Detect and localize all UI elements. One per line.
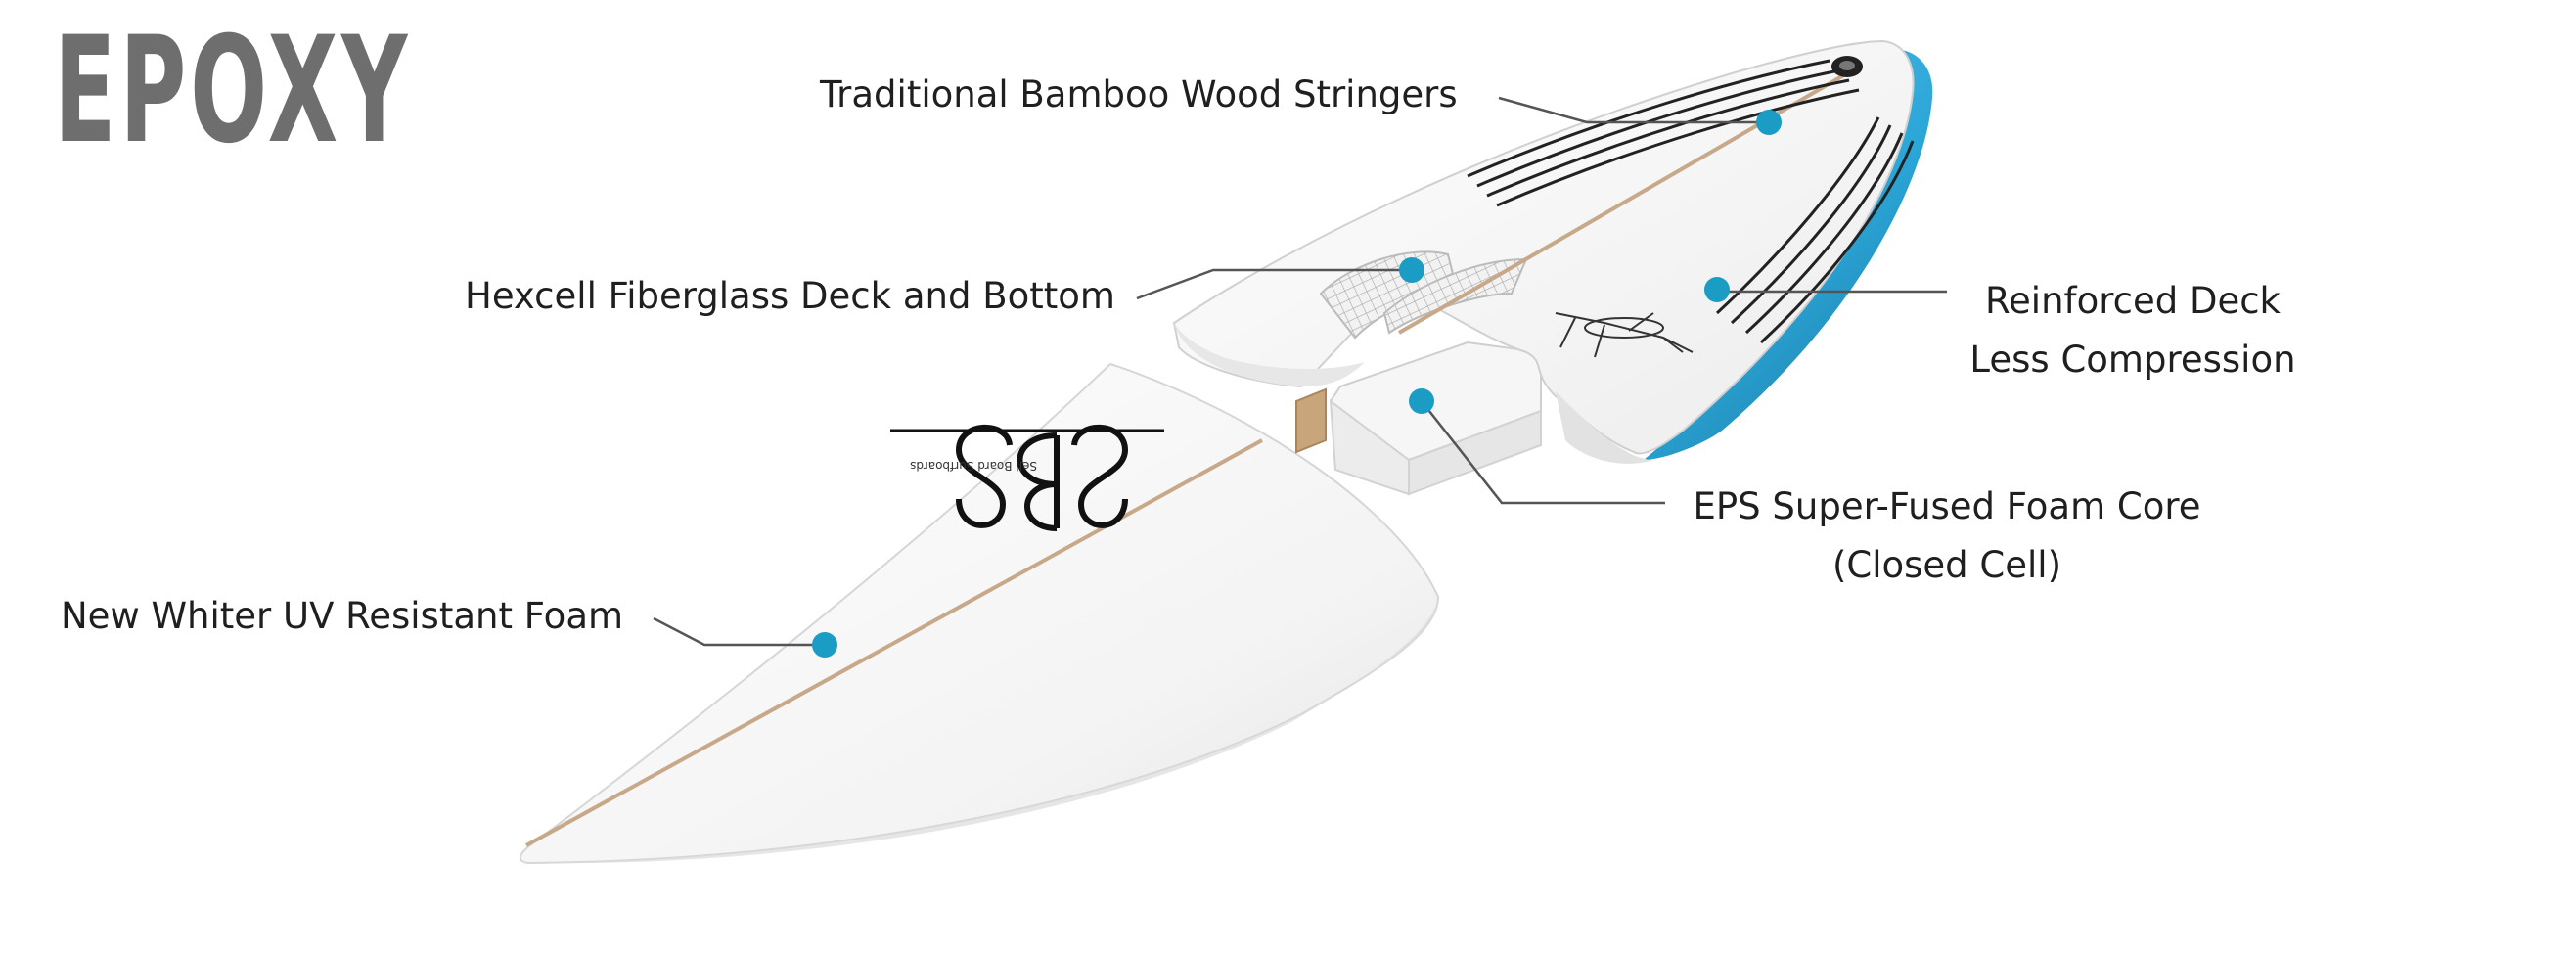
page-title: EPOXY xyxy=(54,6,412,176)
label-reinforced-line1: Reinforced Deck xyxy=(1985,280,2281,322)
leader-fiberglass xyxy=(1136,268,1412,300)
tail-stringer xyxy=(1397,65,1861,335)
callout-dots xyxy=(812,110,1782,658)
label-foam-core-line2: (Closed Cell) xyxy=(1831,544,2062,586)
deck-lines-right xyxy=(1715,116,1915,344)
board-nose-section: Sell Board Surfboards xyxy=(519,362,1440,865)
mascot-sketch xyxy=(1555,312,1694,358)
leader-lines xyxy=(653,96,1947,647)
label-reinforced-line2: Less Compression xyxy=(1969,339,2296,381)
dot-whiter-foam xyxy=(812,632,837,658)
label-stringers: Traditional Bamboo Wood Stringers xyxy=(820,73,1458,115)
dot-foam-core xyxy=(1409,388,1434,414)
leader-foam-core xyxy=(1421,400,1665,505)
dot-fiberglass xyxy=(1399,257,1424,283)
foam-core-block xyxy=(1329,341,1542,496)
leader-whiter-foam xyxy=(653,616,825,647)
label-fiberglass: Hexcell Fiberglass Deck and Bottom xyxy=(465,275,1115,317)
label-foam-core-line1: EPS Super-Fused Foam Core xyxy=(1693,485,2201,527)
sbs-tagline: Sell Board Surfboards xyxy=(910,459,1037,473)
sbs-logo xyxy=(890,424,1164,531)
dot-reinforced xyxy=(1704,277,1730,302)
leader-stringers xyxy=(1498,96,1769,124)
nose-stringer xyxy=(525,438,1263,847)
bamboo-stringer-block xyxy=(1295,387,1327,454)
dot-stringers xyxy=(1756,110,1782,135)
label-whiter-foam: New Whiter UV Resistant Foam xyxy=(61,595,624,637)
